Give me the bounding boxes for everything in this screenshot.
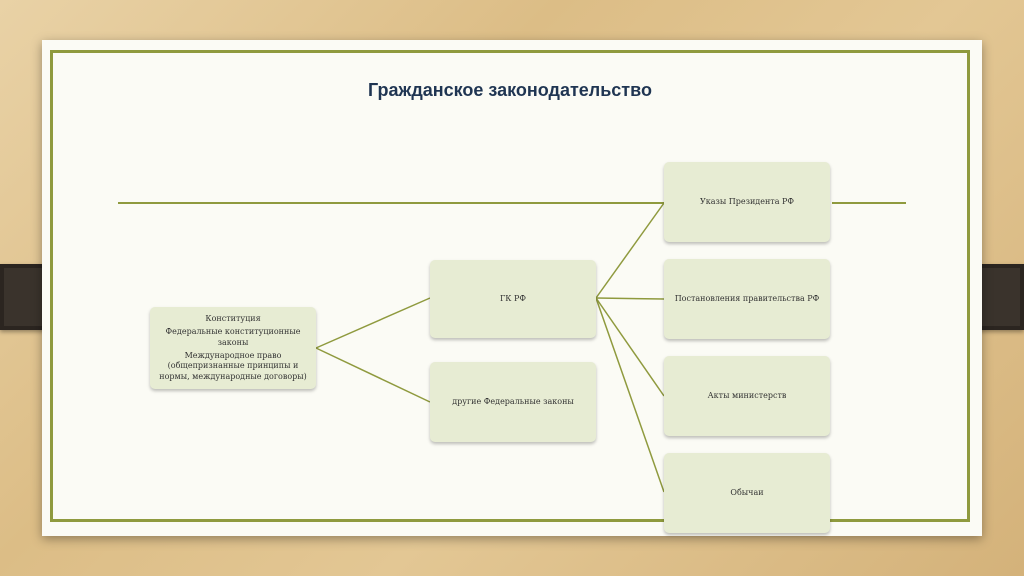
connector-gk-customs	[595, 297, 665, 493]
connector-sources-gk	[315, 297, 431, 349]
government-resolutions-box: Постановления правительства РФ	[664, 259, 830, 339]
slide-frame	[50, 50, 970, 522]
connector-gk-resolutions	[595, 297, 665, 300]
sources-fkz: Федеральные конституционные законы	[165, 327, 301, 347]
customs-box: Обычаи	[664, 453, 830, 533]
slide-title: Гражданское законодательство	[368, 80, 652, 100]
sources-constitution: Конституция	[205, 313, 261, 323]
gk-box: ГК РФ	[430, 260, 596, 338]
other-federal-laws-box: другие Федеральные законы	[430, 362, 596, 442]
presidential-decrees-box: Указы Президента РФ	[664, 162, 830, 242]
connector-sources-other	[315, 347, 431, 403]
ministry-acts-box: Акты министерств	[664, 356, 830, 436]
horizontal-rule-left	[118, 202, 664, 204]
sources-box: Конституция Федеральные конституционные …	[150, 307, 316, 389]
horizontal-rule-right	[832, 202, 906, 204]
sources-international-law: Международное право (общепризнанные прин…	[159, 351, 307, 381]
connector-gk-ministries	[595, 297, 665, 397]
connector-gk-decrees	[595, 202, 665, 299]
